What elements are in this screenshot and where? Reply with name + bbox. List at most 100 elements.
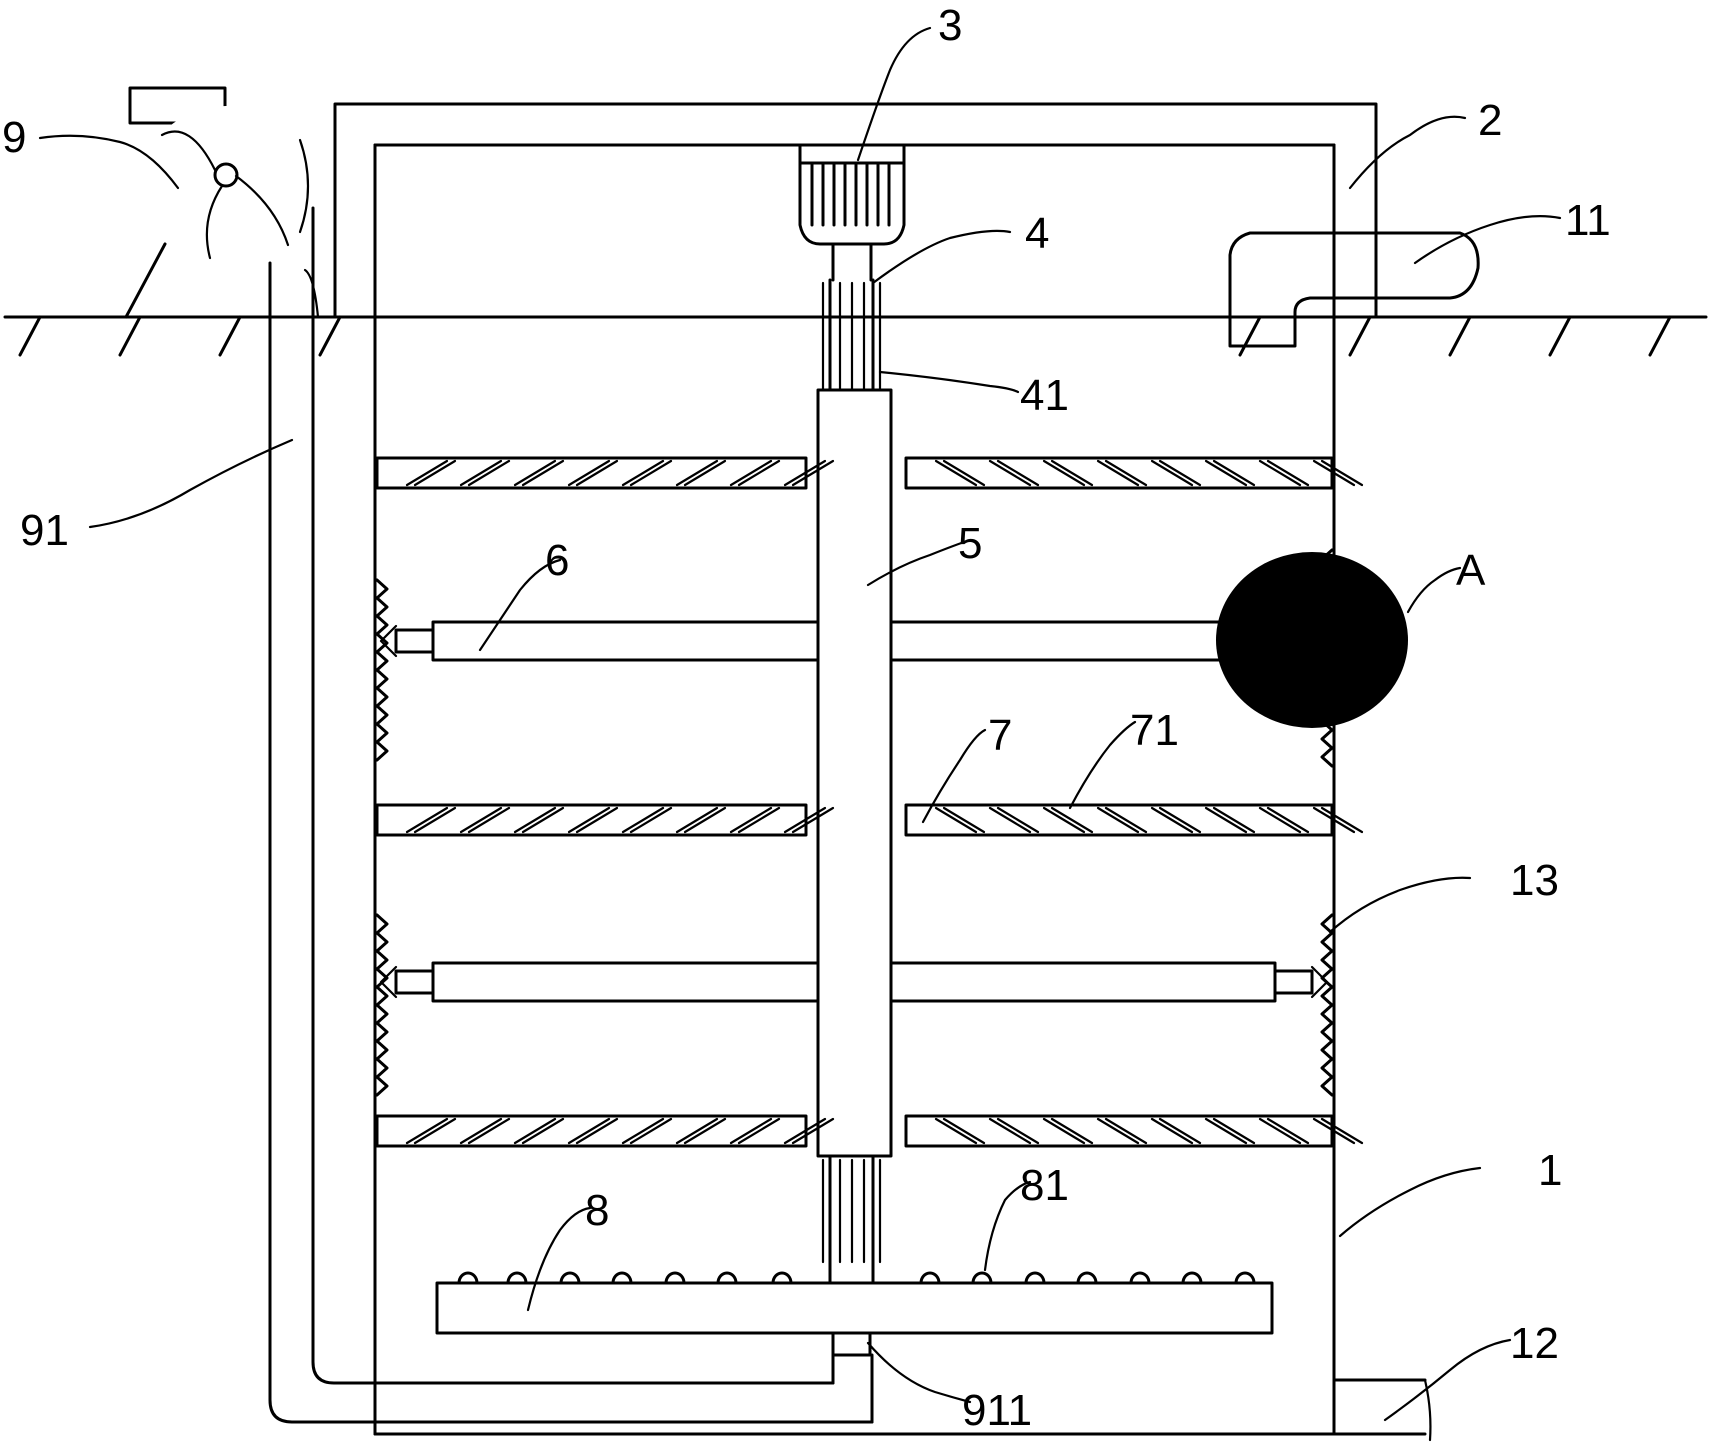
filter-hatch	[1150, 806, 1194, 834]
label-3: 3	[938, 1, 962, 50]
scraper-tip-left	[394, 969, 435, 995]
filter-hatch	[729, 1117, 773, 1145]
filter-hatch	[988, 459, 1032, 487]
label-91: 91	[20, 506, 69, 555]
tank-body	[373, 143, 1336, 1436]
filter-hatch	[1312, 1117, 1356, 1145]
filter-hatch	[942, 1117, 986, 1145]
filter-hatch	[683, 459, 727, 487]
serration-strip	[375, 913, 389, 1097]
nozzle	[559, 1271, 581, 1285]
detail-circle-a	[1216, 552, 1408, 728]
lower-shaft	[821, 1154, 882, 1285]
ground-hatch-mark	[1448, 315, 1472, 357]
filter-hatch	[1266, 459, 1310, 487]
ground-hatch-mark	[1348, 315, 1372, 357]
label-4: 4	[1025, 209, 1049, 258]
filter-hatch	[621, 459, 665, 487]
serration-strip	[375, 578, 389, 762]
filter-hatch	[783, 459, 827, 487]
scraper-arm-left	[431, 961, 820, 1003]
central-drum	[816, 388, 893, 1158]
outlet-pipe	[1228, 231, 1480, 348]
filter-hatch	[1096, 806, 1140, 834]
filter-hatch	[629, 1117, 673, 1145]
label-11: 11	[1565, 196, 1611, 245]
nozzle	[1181, 1271, 1203, 1285]
drain-outlet	[1332, 1378, 1427, 1436]
nozzle	[611, 1271, 633, 1285]
filter-hatch	[934, 459, 978, 487]
filter-hatch	[1096, 459, 1140, 487]
ground-hatch-mark	[1548, 315, 1572, 357]
filter-hatch	[1158, 1117, 1202, 1145]
filter-hatch	[1050, 806, 1094, 834]
filter-hatch	[737, 806, 781, 834]
ground-hatch-mark	[1238, 315, 1262, 357]
filter-hatch	[791, 459, 835, 487]
filter-hatch	[1042, 459, 1086, 487]
filter-hatch	[1312, 459, 1356, 487]
filter-hatch	[1320, 806, 1364, 834]
label-5: 5	[958, 519, 982, 568]
rotating-shaft	[821, 278, 882, 392]
aeration-plate	[435, 1271, 1274, 1335]
ground-hatch-mark	[1648, 315, 1672, 357]
label-1: 1	[1538, 1146, 1562, 1195]
filter-hatch	[521, 1117, 565, 1145]
filter-hatch	[737, 1117, 781, 1145]
filter-hatch	[1158, 806, 1202, 834]
filter-hatch	[1204, 459, 1248, 487]
ground	[3, 315, 1708, 357]
label-7: 7	[988, 711, 1012, 760]
filter-hatch	[1150, 1117, 1194, 1145]
label-6: 6	[545, 536, 569, 585]
nozzle	[506, 1271, 528, 1285]
filter-hatch	[737, 459, 781, 487]
nozzle	[716, 1271, 738, 1285]
nozzle	[1024, 1271, 1046, 1285]
filter-hatch	[675, 459, 719, 487]
filter-hatch	[575, 459, 619, 487]
filter-hatch	[621, 806, 665, 834]
filter-hatch	[791, 806, 835, 834]
air-blower	[124, 86, 311, 319]
filter-hatch	[1212, 1117, 1256, 1145]
filter-plates	[375, 456, 1364, 1148]
filter-hatch	[575, 1117, 619, 1145]
serration-strip	[1320, 913, 1334, 1097]
ground-hatch-mark	[118, 315, 142, 357]
filter-hatch	[575, 806, 619, 834]
ground-hatch-mark	[218, 315, 242, 357]
nozzle	[1234, 1271, 1256, 1285]
filter-hatch	[405, 806, 449, 834]
filter-hatch	[988, 1117, 1032, 1145]
filter-hatch	[1050, 1117, 1094, 1145]
filter-hatch	[729, 459, 773, 487]
filter-hatch	[1266, 806, 1310, 834]
scraper-arm-right	[889, 961, 1277, 1003]
motor	[798, 143, 906, 282]
filter-hatch	[1042, 806, 1086, 834]
filter-hatch	[675, 1117, 719, 1145]
filter-hatch	[513, 806, 557, 834]
filter-hatch	[1258, 459, 1302, 487]
wall-serrations	[375, 548, 1334, 1097]
filter-hatch	[1158, 459, 1202, 487]
filter-hatch	[791, 1117, 835, 1145]
label-81: 81	[1020, 1161, 1069, 1210]
filter-hatch	[521, 806, 565, 834]
filter-hatch	[996, 1117, 1040, 1145]
filter-hatch	[1104, 1117, 1148, 1145]
filter-hatch	[675, 806, 719, 834]
filter-hatch	[1266, 1117, 1310, 1145]
filter-hatch	[467, 1117, 511, 1145]
filter-hatch	[1212, 459, 1256, 487]
filter-hatch	[683, 806, 727, 834]
scraper-brush-left	[379, 624, 398, 658]
filter-hatch	[1042, 1117, 1086, 1145]
part-labels: 3 2 4 11 41 91 5 6 A 7 71 13 1 8 81 9 91…	[2, 1, 1611, 1435]
filter-hatch	[567, 1117, 611, 1145]
filter-hatch	[942, 806, 986, 834]
air-pipe	[268, 206, 874, 1424]
